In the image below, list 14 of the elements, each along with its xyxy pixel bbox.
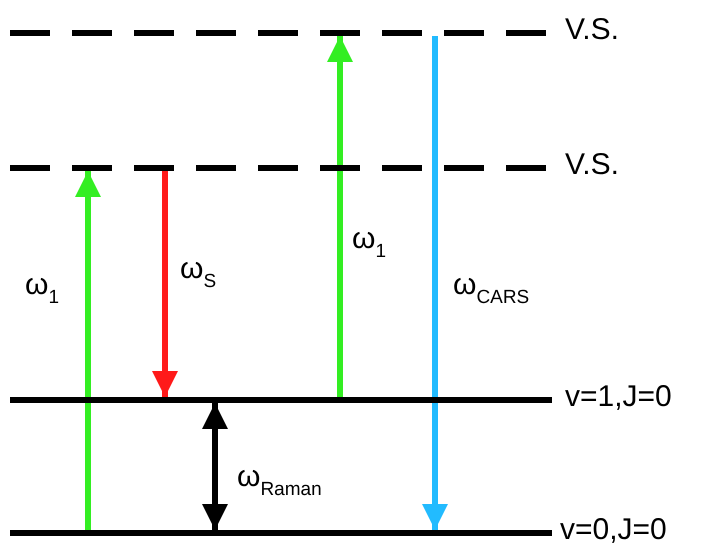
- level-label: v=1,J=0: [565, 380, 672, 414]
- arrow: [152, 171, 178, 397]
- level-label: v=0,J=0: [560, 513, 667, 547]
- level-label: V.S.: [565, 13, 619, 47]
- edge-label: ω$_{1}$: [25, 268, 60, 310]
- edge-label: ω$_{S}$: [180, 252, 216, 294]
- arrow: [422, 36, 448, 530]
- arrow: [75, 171, 101, 530]
- edge-label: ω$_{CARS}$: [453, 268, 530, 310]
- level-label: V.S.: [565, 148, 619, 182]
- arrow: [327, 36, 353, 397]
- edge-label: ω$_{Raman}$: [237, 460, 322, 502]
- arrow: [202, 403, 228, 530]
- edge-label: ω$_{1}$: [352, 222, 386, 264]
